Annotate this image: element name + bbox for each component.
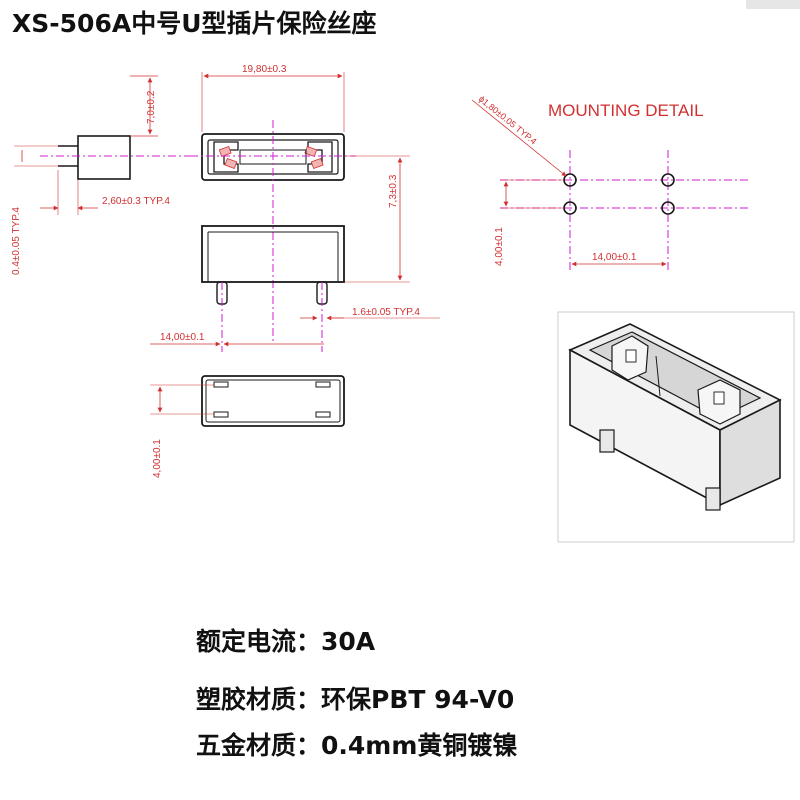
mounting-detail: MOUNTING DETAIL ϕ1,80±0.05 TYP.4 4,00±0.… xyxy=(471,94,750,270)
mount-hole xyxy=(661,201,675,215)
spec-plastic-material: 塑胶材质：环保PBT 94-V0 xyxy=(196,680,514,716)
dim-mount-spacing-v: 4,00±0.1 xyxy=(494,227,505,266)
corner-artifact xyxy=(746,0,800,9)
spec-metal-material-label: 五金材质： xyxy=(196,731,322,760)
top-view-right-clip xyxy=(307,141,333,173)
spec-metal-material: 五金材质：0.4mm黄铜镀镍 xyxy=(196,726,517,762)
dim-mount-hole-dia: ϕ1,80±0.05 TYP.4 xyxy=(477,94,539,147)
front-view: 7,3±0.3 1.6±0.05 TYP.4 14,00±0.1 xyxy=(150,155,440,352)
spec-rated-current-label: 额定电流： xyxy=(196,627,322,656)
dim-pin-thickness: 0.4±0.05 TYP.4 xyxy=(11,207,22,275)
dim-side-height: 7,0±0.2 xyxy=(146,90,157,124)
front-view-body xyxy=(201,225,345,283)
dim-front-height: 7,3±0.3 xyxy=(388,174,399,208)
dim-pin-width: 1.6±0.05 TYP.4 xyxy=(352,307,420,318)
spec-rated-current-value: 30A xyxy=(321,627,376,656)
spec-metal-material-value: 0.4mm黄铜镀镍 xyxy=(321,731,518,760)
dim-width-top: 19,80±0.3 xyxy=(242,64,287,75)
bottom-view: 4,00±0.1 xyxy=(150,375,345,478)
page-title: XS-506A中号U型插片保险丝座 xyxy=(12,9,377,38)
isometric-illustration xyxy=(557,311,795,543)
dim-pin-pitch-front: 14,00±0.1 xyxy=(160,332,205,343)
mount-hole xyxy=(661,173,675,187)
side-view: 7,0±0.2 0.4±0.05 TYP.4 2,60±0.3 TYP.4 xyxy=(11,75,200,275)
top-view: 19,80±0.3 xyxy=(190,64,356,344)
mounting-detail-label: MOUNTING DETAIL xyxy=(548,101,704,120)
spec-plastic-material-label: 塑胶材质： xyxy=(196,685,322,714)
dim-pin-spacing-bottom: 4,00±0.1 xyxy=(152,439,163,478)
dim-mount-pitch-h: 14,00±0.1 xyxy=(592,252,637,263)
top-view-left-clip xyxy=(213,141,239,173)
spec-plastic-material-value: 环保PBT 94-V0 xyxy=(321,685,515,714)
bottom-view-body xyxy=(201,375,345,427)
dim-pin-length: 2,60±0.3 TYP.4 xyxy=(102,196,170,207)
spec-rated-current: 额定电流：30A xyxy=(196,622,375,658)
side-view-body xyxy=(77,135,131,180)
